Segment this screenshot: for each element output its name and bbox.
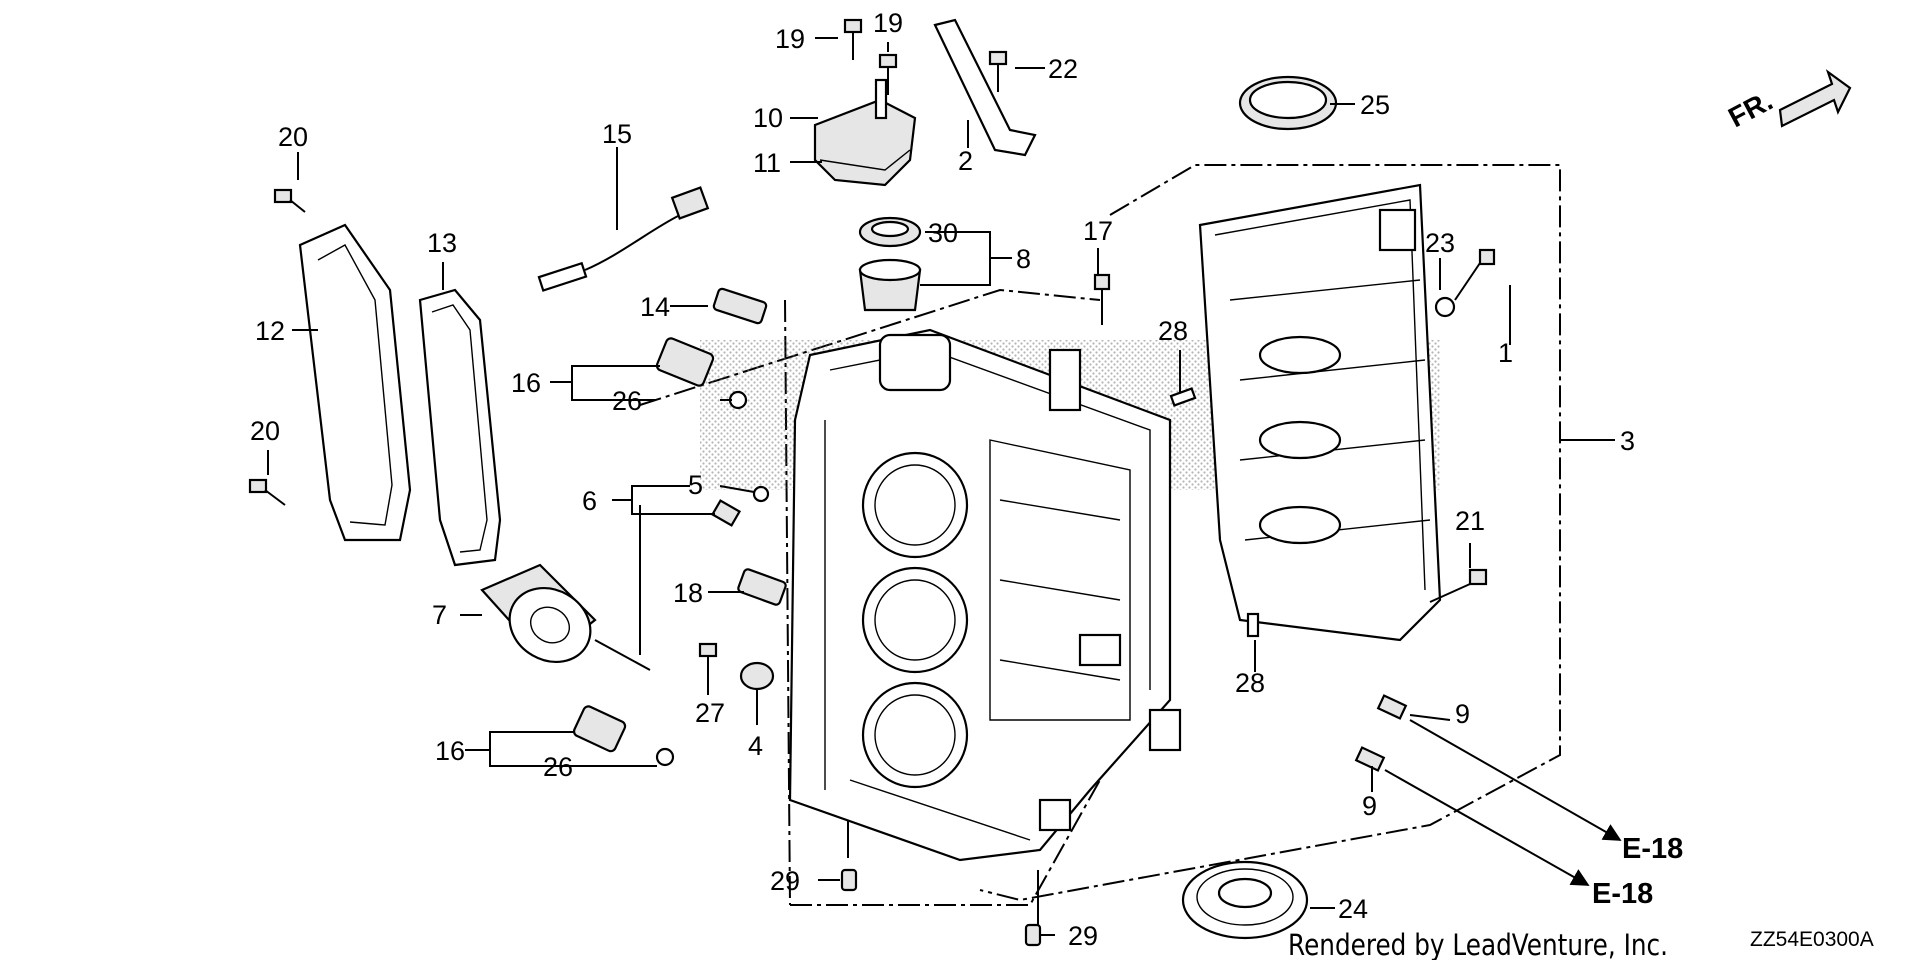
callout-15: 15 xyxy=(602,119,632,149)
cover-gasket xyxy=(418,288,502,567)
crankcase xyxy=(1198,183,1442,642)
callout-4: 4 xyxy=(748,731,763,761)
temperature-sensor xyxy=(712,287,768,325)
callout-17: 17 xyxy=(1083,216,1113,246)
callout-2: 2 xyxy=(958,146,973,176)
thermostat-cover xyxy=(813,78,917,187)
callout-6: 6 xyxy=(582,486,597,516)
callout-24: 24 xyxy=(1338,894,1368,924)
callout-26-upper: 26 xyxy=(612,386,642,416)
callout-21: 21 xyxy=(1455,506,1485,536)
callout-26-lower: 26 xyxy=(543,752,573,782)
callout-16-lower: 16 xyxy=(435,736,465,766)
washer-lower xyxy=(655,747,675,767)
callout-18: 18 xyxy=(673,578,703,608)
front-direction-indicator: FR. xyxy=(1723,69,1852,134)
callout-5: 5 xyxy=(688,470,703,500)
callout-10: 10 xyxy=(753,103,783,133)
cylinder-bore-2 xyxy=(861,566,969,674)
cylinder-bore-1 xyxy=(861,451,969,559)
drain-plug xyxy=(710,499,742,527)
callout-23: 23 xyxy=(1425,228,1455,258)
callouts: 1 2 3 4 5 6 7 8 9 9 10 11 12 13 14 15 16… xyxy=(250,8,1635,951)
callout-27: 27 xyxy=(695,698,725,728)
pressure-switch-lower xyxy=(572,705,627,753)
callout-13: 13 xyxy=(427,228,457,258)
callout-9-upper: 9 xyxy=(1455,699,1470,729)
callout-28-lower: 28 xyxy=(1235,668,1265,698)
oil-filter xyxy=(480,563,597,663)
sealing-washer xyxy=(752,485,770,503)
bolts xyxy=(248,18,1496,947)
cylinder-bore-3 xyxy=(861,681,969,789)
front-label: FR. xyxy=(1723,85,1777,134)
cylinder-block xyxy=(788,328,1182,862)
callout-11: 11 xyxy=(753,148,781,178)
credit-text: Rendered by LeadVenture, Inc. xyxy=(1288,928,1668,960)
pressure-switch-upper xyxy=(655,337,715,387)
callout-19-left: 19 xyxy=(775,24,805,54)
ball-bearing xyxy=(1181,860,1309,940)
ref-e18-upper[interactable]: E-18 xyxy=(1622,833,1683,865)
callout-14: 14 xyxy=(640,292,670,322)
ref-e18-lower[interactable]: E-18 xyxy=(1592,878,1653,910)
front-arrow-icon xyxy=(1778,69,1852,128)
callout-28-upper: 28 xyxy=(1158,316,1188,346)
callout-29-left: 29 xyxy=(770,866,800,896)
callout-22: 22 xyxy=(1048,54,1078,84)
block-boss-top xyxy=(878,333,952,392)
callout-8: 8 xyxy=(1016,244,1031,274)
leader-lines xyxy=(267,37,1622,936)
callout-20-lower: 20 xyxy=(250,416,280,446)
bracket xyxy=(933,18,1037,157)
callout-7: 7 xyxy=(432,600,447,630)
callout-12: 12 xyxy=(255,316,285,346)
thermostat xyxy=(858,216,922,312)
sensor-cable xyxy=(537,186,710,292)
washer-upper xyxy=(728,390,748,410)
callout-30: 30 xyxy=(928,218,958,248)
callout-9-lower: 9 xyxy=(1362,791,1377,821)
callout-20-upper: 20 xyxy=(278,122,308,152)
plug-bolt xyxy=(737,568,787,606)
callout-29-right: 29 xyxy=(1068,921,1098,951)
callout-3: 3 xyxy=(1620,426,1635,456)
callout-1: 1 xyxy=(1498,338,1513,368)
callout-19-right: 19 xyxy=(873,8,903,38)
cover-plate xyxy=(298,223,412,542)
oil-seal xyxy=(1238,75,1338,131)
callout-16-upper: 16 xyxy=(511,368,541,398)
diagram-code: ZZ54E0300A xyxy=(1750,928,1874,951)
callout-25: 25 xyxy=(1360,90,1390,120)
collar xyxy=(739,661,775,691)
